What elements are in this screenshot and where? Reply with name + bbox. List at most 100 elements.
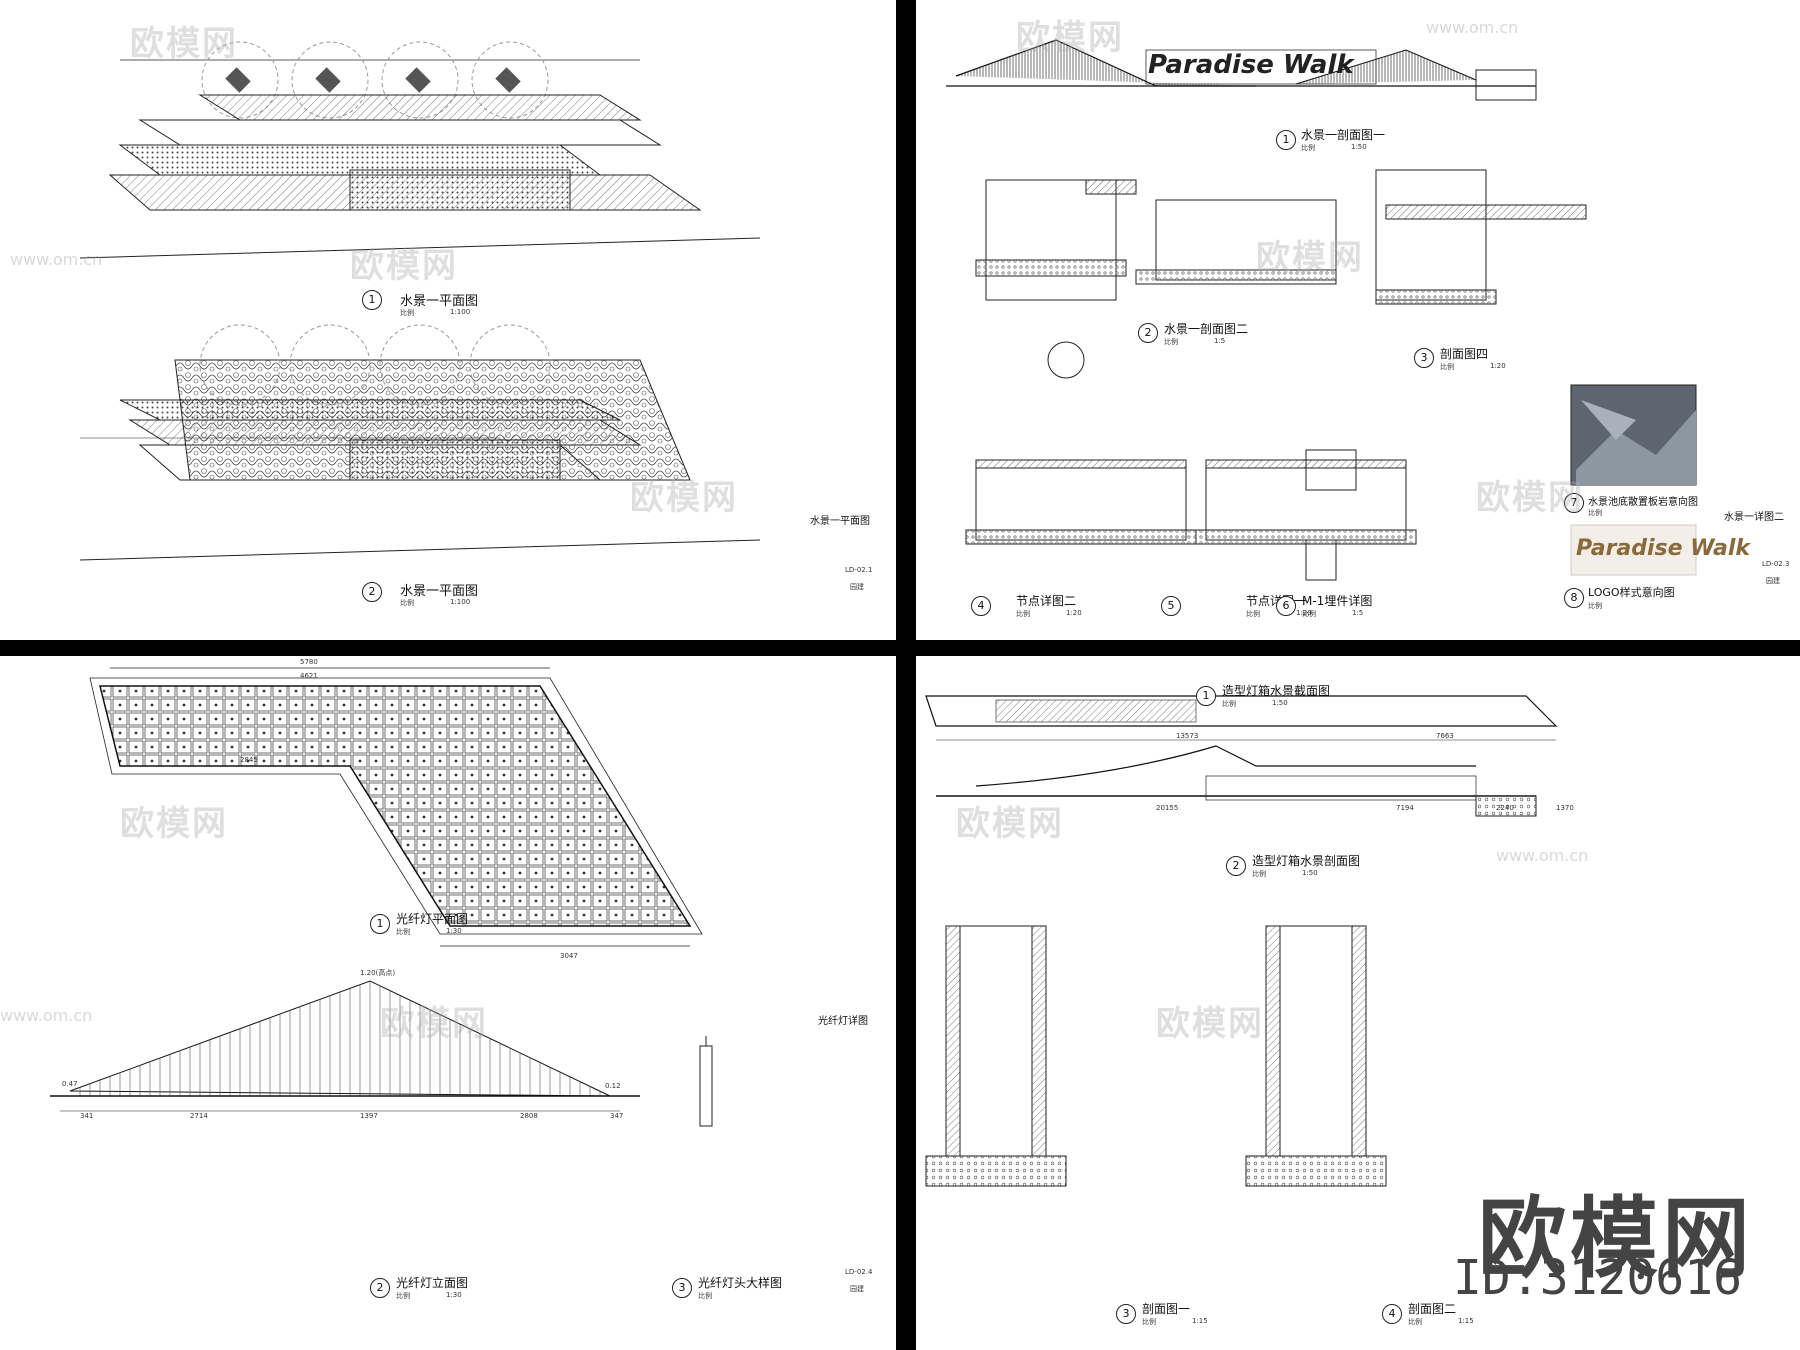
sheet-discipline: 园建 [1766,577,1780,585]
dimension-label: 347 [610,1112,624,1120]
dimension-label: 2240 [1496,804,1514,812]
drawing-scale-prefix-1: 比例 [400,309,414,317]
watermark-url: www.om.cn [1496,846,1589,865]
brand-watermark-large: 欧模网 [1477,1187,1754,1290]
sheet-number: LD-02.1 [845,566,873,574]
drawing-scale-prefix-3: 比例 [1440,363,1454,371]
section-logo-text: Paradise Walk [1148,50,1354,80]
sheet-side-title: 水景一平面图 [810,516,870,527]
drawing-title-6: M-1埋件详图 [1302,594,1373,608]
drawing-scale-prefix-3: 比例 [1142,1318,1156,1326]
sheet-lightbox-water-feature: 1 造型灯箱水景截面图 比例 1:50 2 造型灯箱水景剖面图 比例 1:50 … [916,656,1800,1350]
sheet-fiber-light-details: 1 光纤灯平面图 比例 1:30 2 光纤灯立面图 比例 1:30 3 光纤灯头… [0,656,896,1350]
drawing-scale-4: 1:20 [1066,609,1082,617]
watermark-brand: 欧模网 [1156,1004,1264,1044]
drawing-scale-2: 1:50 [1302,869,1318,877]
drawing-scale-prefix-7: 比例 [1588,509,1602,517]
drawing-number-3: 3 [1116,1304,1136,1324]
watermark-brand: 欧模网 [956,804,1064,844]
drawing-title-8: LOGO样式意向图 [1588,586,1675,599]
drawing-scale-3: 1:15 [1192,1317,1208,1325]
drawing-scale-1: 1:50 [1272,699,1288,707]
drawing-title-1: 光纤灯平面图 [396,912,469,926]
dimension-label: 1.20(高点) [360,969,396,977]
drawing-number-1: 1 [1196,686,1216,706]
resource-id-label: ID:3120616 [1453,1250,1742,1306]
drawing-number-1: 1 [1276,130,1296,150]
sheet-water-feature-details: Paradise Walk Paradise Walk 1 水景一剖面图一 比例… [916,0,1800,640]
sheet-discipline: 园建 [850,583,864,591]
drawing-scale-1: 1:100 [450,308,471,316]
dimension-label: 3047 [560,952,578,960]
drawing-number-4: 4 [1382,1304,1402,1324]
dimension-label: 341 [80,1112,94,1120]
drawing-scale-prefix-1: 比例 [1222,700,1236,708]
dimension-label: 0.47 [62,1080,78,1088]
lightbox-drawing [925,695,1558,1187]
drawing-scale-3: 1:20 [1490,362,1506,370]
watermark-brand: 欧模网 [630,478,738,518]
drawing-number-7: 7 [1564,493,1584,513]
watermark-brand: 欧模网 [1476,478,1584,518]
plan-drawing [79,41,761,561]
dimension-label: 2808 [520,1112,538,1120]
drawing-scale-1: 1:50 [1351,143,1367,151]
logo-sample-text: Paradise Walk [1576,536,1751,561]
dimension-label: 5780 [300,658,318,666]
drawing-scale-prefix-1: 比例 [396,928,410,936]
sheet-number: LD-02.3 [1762,560,1790,568]
sheet-side-title: 光纤灯详图 [818,1016,868,1027]
sheet-number: LD-02.4 [845,1268,873,1276]
drawing-number-2: 2 [362,582,382,602]
drawing-number-1: 1 [362,290,382,310]
drawing-number-8: 8 [1564,588,1584,608]
drawing-scale-prefix-6: 比例 [1302,610,1316,618]
sheet-side-title: 水景一详图二 [1724,512,1784,523]
drawing-scale-2: 1:5 [1214,337,1226,345]
watermark-brand: 欧模网 [130,24,238,64]
watermark-brand: 欧模网 [1016,18,1124,58]
drawing-scale-4: 1:15 [1458,1317,1474,1325]
drawing-title-2: 造型灯箱水景剖面图 [1252,854,1361,868]
watermark-url: www.om.cn [1426,18,1519,37]
drawing-title-4: 节点详图二 [1016,594,1077,608]
drawing-title-7: 水景池底散置板岩意向图 [1588,497,1698,508]
fiber-light-drawing [50,667,713,1127]
drawing-number-2: 2 [1226,856,1246,876]
drawing-scale-prefix-3: 比例 [698,1292,712,1300]
drawing-title-3: 光纤灯头大样图 [698,1276,783,1290]
drawing-title-2: 光纤灯立面图 [396,1276,469,1290]
dimension-label: 1370 [1556,804,1574,812]
drawing-scale-6: 1:5 [1352,609,1364,617]
watermark-url: www.om.cn [0,1006,93,1025]
drawing-title-1: 造型灯箱水景截面图 [1222,684,1331,698]
sheet-discipline: 园建 [850,1285,864,1293]
drawing-scale-prefix-2: 比例 [396,1292,410,1300]
dimension-label: 2714 [190,1112,208,1120]
drawing-number-1: 1 [370,914,390,934]
drawing-title-4: 剖面图二 [1408,1302,1457,1316]
dimension-label: 4621 [300,672,318,680]
dimension-label: 0.12 [605,1082,621,1090]
drawing-title-3: 剖面图一 [1142,1302,1191,1316]
drawing-scale-2: 1:30 [446,1291,462,1299]
drawing-title-1: 水景一剖面图一 [1301,128,1386,142]
watermark-brand: 欧模网 [380,1004,488,1044]
drawing-number-4: 4 [971,596,991,616]
drawing-scale-prefix-1: 比例 [1301,144,1315,152]
drawing-number-3: 3 [672,1278,692,1298]
drawing-number-5: 5 [1161,596,1181,616]
drawing-scale-2: 1:100 [450,598,471,606]
drawing-scale-1: 1:30 [446,927,462,935]
dimension-label: 20155 [1156,804,1179,812]
watermark-brand: 欧模网 [350,246,458,286]
watermark-brand: 欧模网 [1256,238,1364,278]
drawing-scale-prefix-8: 比例 [1588,602,1602,610]
dimension-label: 13573 [1176,732,1199,740]
drawing-title-3: 剖面图四 [1440,347,1489,361]
drawing-title-2: 水景一平面图 [400,584,479,599]
section-drawing [946,39,1697,581]
drawing-scale-prefix-2: 比例 [1252,870,1266,878]
drawing-scale-5: 1:20 [1296,609,1312,617]
drawing-scale-prefix-2: 比例 [400,599,414,607]
